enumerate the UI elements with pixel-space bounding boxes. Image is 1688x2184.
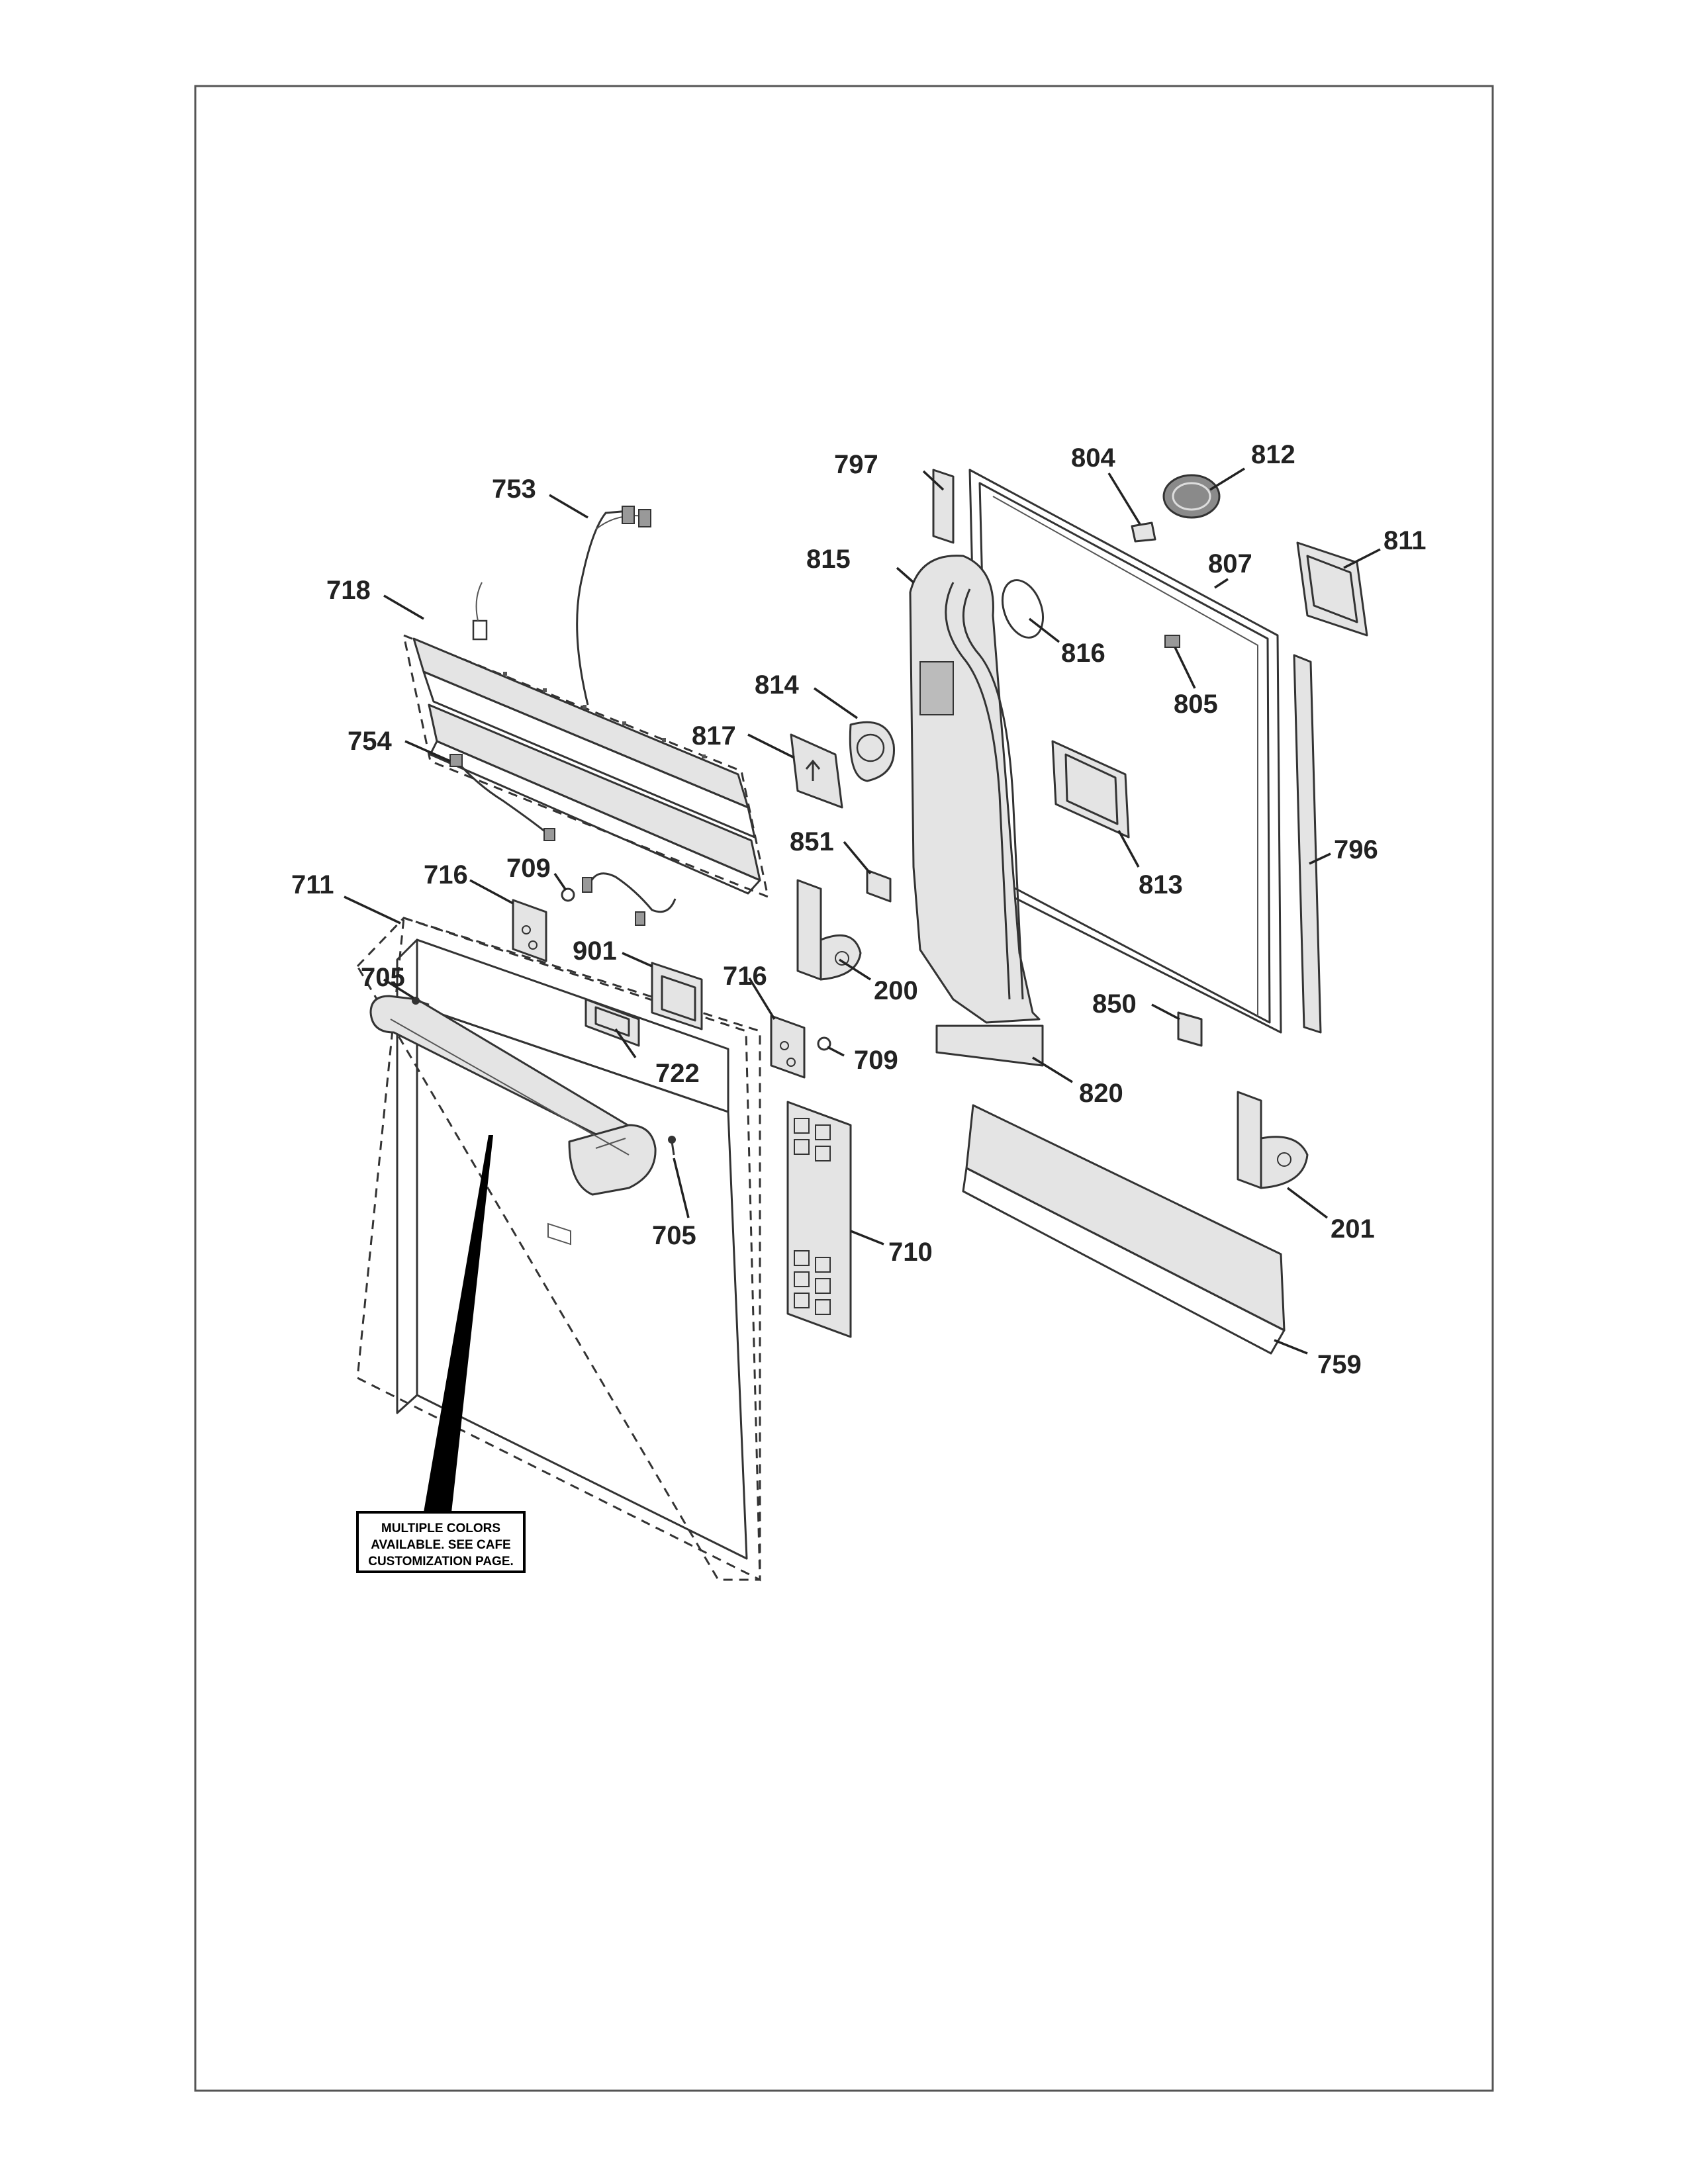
callout-812: 812 xyxy=(1251,440,1295,469)
callout-815: 815 xyxy=(806,545,851,574)
vent-duct-815 xyxy=(909,555,1041,1024)
callout-718: 718 xyxy=(326,576,371,605)
washer-709-upper xyxy=(561,887,575,902)
wire-754 xyxy=(449,754,555,841)
vent-cap-812 xyxy=(1162,474,1221,519)
hinge-200 xyxy=(796,879,862,981)
note-line-3: CUSTOMIZATION PAGE. xyxy=(368,1555,514,1569)
door-handle xyxy=(369,995,657,1196)
outer-door-panel xyxy=(356,916,761,1582)
callout-759: 759 xyxy=(1317,1350,1362,1379)
callout-716-upper: 716 xyxy=(424,860,468,889)
callout-709-upper: 709 xyxy=(506,854,551,883)
callout-816: 816 xyxy=(1061,639,1105,668)
screw-705-right xyxy=(668,1136,676,1156)
callout-796: 796 xyxy=(1334,835,1378,864)
clip-850 xyxy=(1177,1011,1203,1047)
callout-851: 851 xyxy=(790,827,834,856)
callout-722: 722 xyxy=(655,1059,700,1088)
callout-753: 753 xyxy=(492,475,536,504)
hinge-201 xyxy=(1237,1091,1309,1189)
component-805 xyxy=(1164,635,1180,648)
module-901 xyxy=(651,962,703,1030)
callout-807: 807 xyxy=(1208,549,1252,578)
wire-harness-753 xyxy=(576,506,651,705)
callout-797: 797 xyxy=(834,450,878,479)
callout-820: 820 xyxy=(1079,1079,1123,1108)
callout-705-upper: 705 xyxy=(361,963,405,992)
callout-labels: 797 804 812 753 811 815 807 718 816 814 … xyxy=(291,440,1427,1379)
note-line-1: MULTIPLE COLORS xyxy=(381,1522,500,1535)
detergent-dispenser-813 xyxy=(1051,740,1130,839)
callout-705-lower: 705 xyxy=(652,1221,696,1250)
control-panel xyxy=(402,582,770,899)
gasket-ring-816 xyxy=(1002,579,1044,639)
fan-814 xyxy=(849,721,895,782)
callout-850: 850 xyxy=(1092,989,1137,1019)
insulation-pad-710 xyxy=(786,1101,852,1338)
callout-710: 710 xyxy=(888,1238,933,1267)
leader-lines xyxy=(344,467,1381,1355)
note-line-2: AVAILABLE. SEE CAFE xyxy=(371,1538,510,1552)
callout-709-lower: 709 xyxy=(854,1046,898,1075)
cable-assembly xyxy=(582,872,677,926)
side-strip-796 xyxy=(1293,654,1322,1034)
hinge-plate-716-upper xyxy=(512,899,547,962)
callout-814: 814 xyxy=(755,670,799,700)
toe-kick-759 xyxy=(962,1104,1286,1355)
callout-901: 901 xyxy=(573,936,617,966)
color-note-box: MULTIPLE COLORS AVAILABLE. SEE CAFE CUST… xyxy=(356,1511,526,1573)
screw-705-left xyxy=(412,997,430,1006)
callout-813: 813 xyxy=(1139,870,1183,899)
bracket-797 xyxy=(932,469,955,544)
callout-711: 711 xyxy=(291,870,334,899)
color-note-pointer xyxy=(424,1135,493,1512)
callout-804: 804 xyxy=(1071,443,1115,473)
door-latch-811 xyxy=(1296,541,1368,637)
clip-804 xyxy=(1131,522,1156,543)
callout-817: 817 xyxy=(692,721,736,751)
callout-811: 811 xyxy=(1383,526,1427,555)
callout-805: 805 xyxy=(1174,690,1218,719)
vent-cap-817 xyxy=(790,733,843,809)
callout-201: 201 xyxy=(1331,1214,1375,1244)
bracket-722 xyxy=(585,998,640,1047)
washer-709-lower xyxy=(817,1036,831,1051)
bracket-851 xyxy=(866,869,892,903)
duct-base-820 xyxy=(935,1024,1044,1067)
callout-716-lower: 716 xyxy=(723,962,767,991)
callout-754: 754 xyxy=(348,727,392,756)
callout-200: 200 xyxy=(874,976,918,1005)
page-border xyxy=(194,85,1494,2092)
hinge-plate-716-lower xyxy=(770,1015,806,1079)
